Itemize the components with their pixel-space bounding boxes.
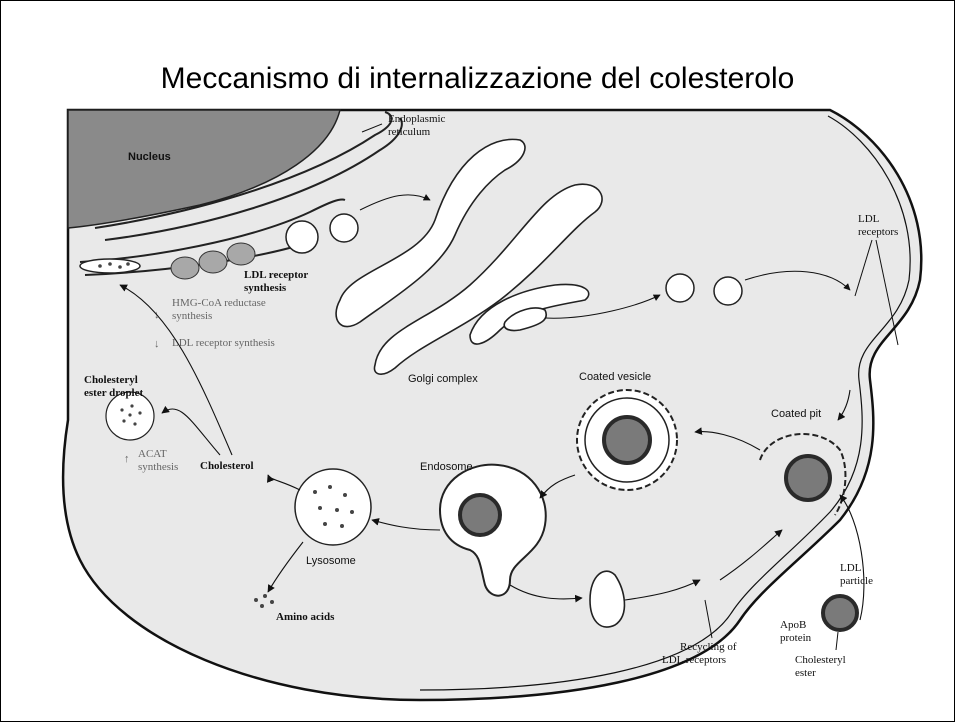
acat-up-arrow: ↑ — [124, 453, 130, 465]
lysosome-label: Lysosome — [306, 555, 356, 567]
acat-label-line1: ACAT — [138, 448, 167, 460]
endosome-label: Endosome — [420, 461, 473, 473]
ldl-receptor-synthesis-line2: synthesis — [244, 282, 287, 294]
er-vesicle-1 — [286, 221, 318, 253]
ldl-receptors-label-line2: receptors — [858, 226, 898, 238]
ldl-down-arrow: ↓ — [154, 338, 160, 350]
chol-ester-label-line1: Cholesteryl — [795, 654, 846, 666]
ldl-particle-label-line2: particle — [840, 575, 873, 587]
recycling-label-line1: Recycling of — [680, 641, 737, 653]
coated-pit-label: Coated pit — [771, 408, 821, 420]
ldl-receptor-synthesis-down-label: LDL receptor synthesis — [172, 337, 275, 349]
amino-acids-label: Amino acids — [276, 611, 335, 623]
ldl-receptors-label-line1: LDL — [858, 213, 880, 225]
cholesteryl-ester-droplet — [106, 392, 154, 440]
golgi-vesicle-2 — [714, 277, 742, 305]
er-vesicle-2 — [330, 214, 358, 242]
cholesterol-label: Cholesterol — [200, 460, 254, 472]
golgi-vesicle-1 — [666, 274, 694, 302]
nucleus-label: Nucleus — [128, 151, 171, 163]
recycling-label-line2: LDL receptors — [662, 654, 726, 666]
coated-vesicle — [577, 390, 677, 490]
coated-vesicle-label: Coated vesicle — [579, 371, 651, 383]
apob-label-line2: protein — [780, 632, 812, 644]
lysosome — [295, 469, 371, 545]
chol-ester-label-line2: ester — [795, 667, 816, 679]
ldl-receptor-synthesis-line1: LDL receptor — [244, 269, 308, 281]
hmg-label-line2: synthesis — [172, 310, 212, 322]
acat-label-line2: synthesis — [138, 461, 178, 473]
hmg-label-line1: HMG-CoA reductase — [172, 297, 266, 309]
chol-droplet-label-line1: Cholesteryl — [84, 374, 138, 386]
golgi-label: Golgi complex — [408, 373, 478, 385]
er-label-line2: reticulum — [388, 126, 431, 138]
er-label-line1: Endoplasmic — [388, 113, 446, 125]
ldl-particle-label-line1: LDL — [840, 562, 862, 574]
apob-label-line1: ApoB — [780, 619, 806, 631]
ldl-particle — [823, 596, 857, 630]
chol-droplet-label-line2: ester droplet — [84, 387, 143, 399]
